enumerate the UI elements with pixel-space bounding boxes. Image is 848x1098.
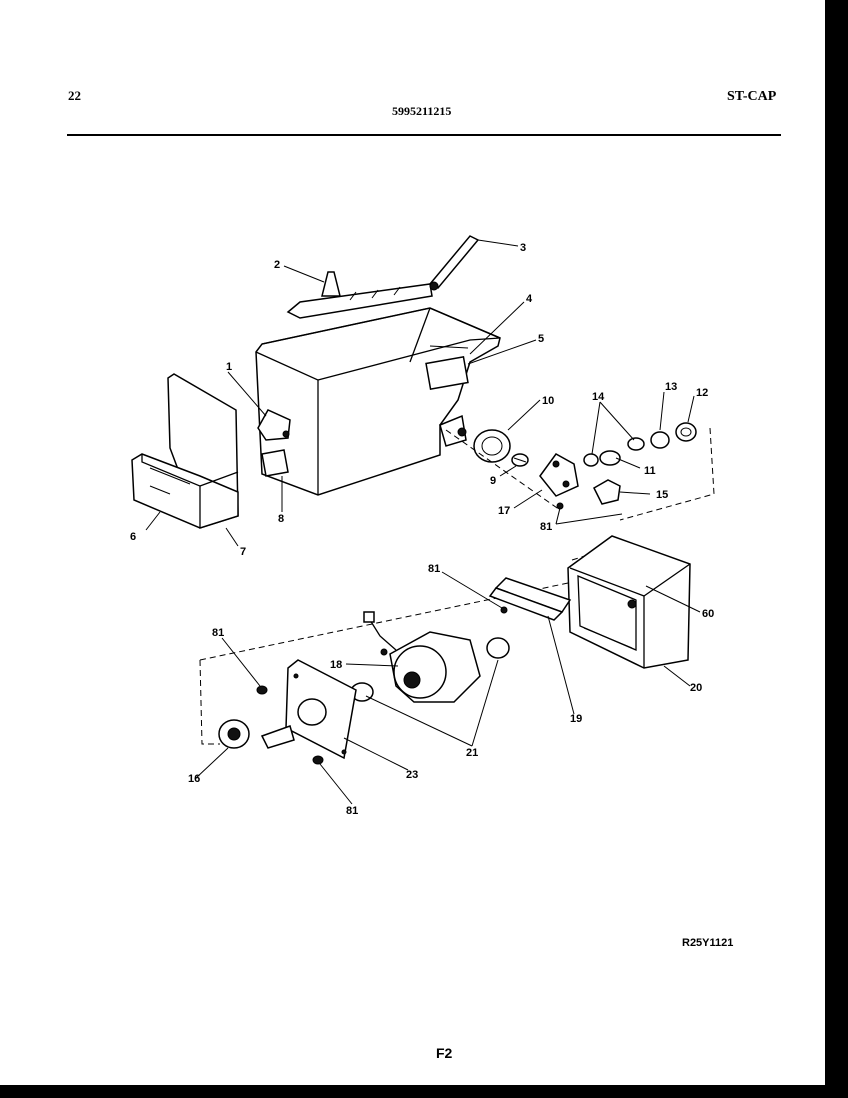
callout-81-a: 81 <box>540 521 552 533</box>
callout-81-b: 81 <box>428 563 440 575</box>
callout-7: 7 <box>240 546 246 558</box>
callout-9: 9 <box>490 475 496 487</box>
ice-container <box>255 307 501 496</box>
brand-label: ST-CAP <box>727 89 777 104</box>
header-rule <box>67 134 781 136</box>
callout-23: 23 <box>406 769 418 781</box>
callout-21: 21 <box>466 747 478 759</box>
callout-4: 4 <box>526 293 533 305</box>
callout-13: 13 <box>665 381 677 393</box>
callout-2: 2 <box>274 259 280 271</box>
callout-20: 20 <box>690 682 702 694</box>
part-23-plate <box>260 659 357 760</box>
page-number: 22 <box>68 88 81 103</box>
callout-10: 10 <box>542 395 554 407</box>
part-9-spring <box>511 453 529 467</box>
part-10-cam <box>473 429 511 463</box>
screws-81 <box>256 502 564 765</box>
callout-15: 15 <box>656 489 668 501</box>
part-1-8-brackets <box>257 409 291 477</box>
callout-3: 3 <box>520 242 526 254</box>
part-3-shaft <box>428 235 480 291</box>
callout-17: 17 <box>498 505 510 517</box>
part-19-plate <box>488 577 572 621</box>
frame-right-border <box>825 0 848 1098</box>
callout-14: 14 <box>592 391 605 403</box>
part-16-gear <box>218 719 250 749</box>
callout-60: 60 <box>702 608 714 620</box>
callout-1: 1 <box>226 361 232 373</box>
callout-11: 11 <box>644 465 656 477</box>
callout-12: 12 <box>696 387 708 399</box>
part-17-bracket <box>539 453 579 497</box>
callout-18: 18 <box>330 659 342 671</box>
part-6-7-bucket <box>131 373 239 529</box>
callout-8: 8 <box>278 513 284 525</box>
callout-6: 6 <box>130 531 136 543</box>
callout-labels: 2 3 4 5 1 6 7 8 10 9 17 14 13 12 11 15 8… <box>130 242 714 817</box>
callout-19: 19 <box>570 713 582 725</box>
part-2-ejector <box>286 271 433 319</box>
part-18-motor <box>350 611 510 703</box>
callout-5: 5 <box>538 333 544 345</box>
parts-11-15-hardware <box>583 422 697 505</box>
callout-16: 16 <box>188 773 200 785</box>
frame-bottom-border <box>0 1085 848 1098</box>
figure-id: F2 <box>436 1045 453 1061</box>
leader-lines <box>145 239 701 805</box>
reference-code: R25Y1121 <box>682 937 734 949</box>
callout-81-d: 81 <box>346 805 358 817</box>
model-number: 5995211215 <box>392 104 452 118</box>
callout-81-c: 81 <box>212 627 224 639</box>
part-20-60-housing <box>567 535 691 669</box>
